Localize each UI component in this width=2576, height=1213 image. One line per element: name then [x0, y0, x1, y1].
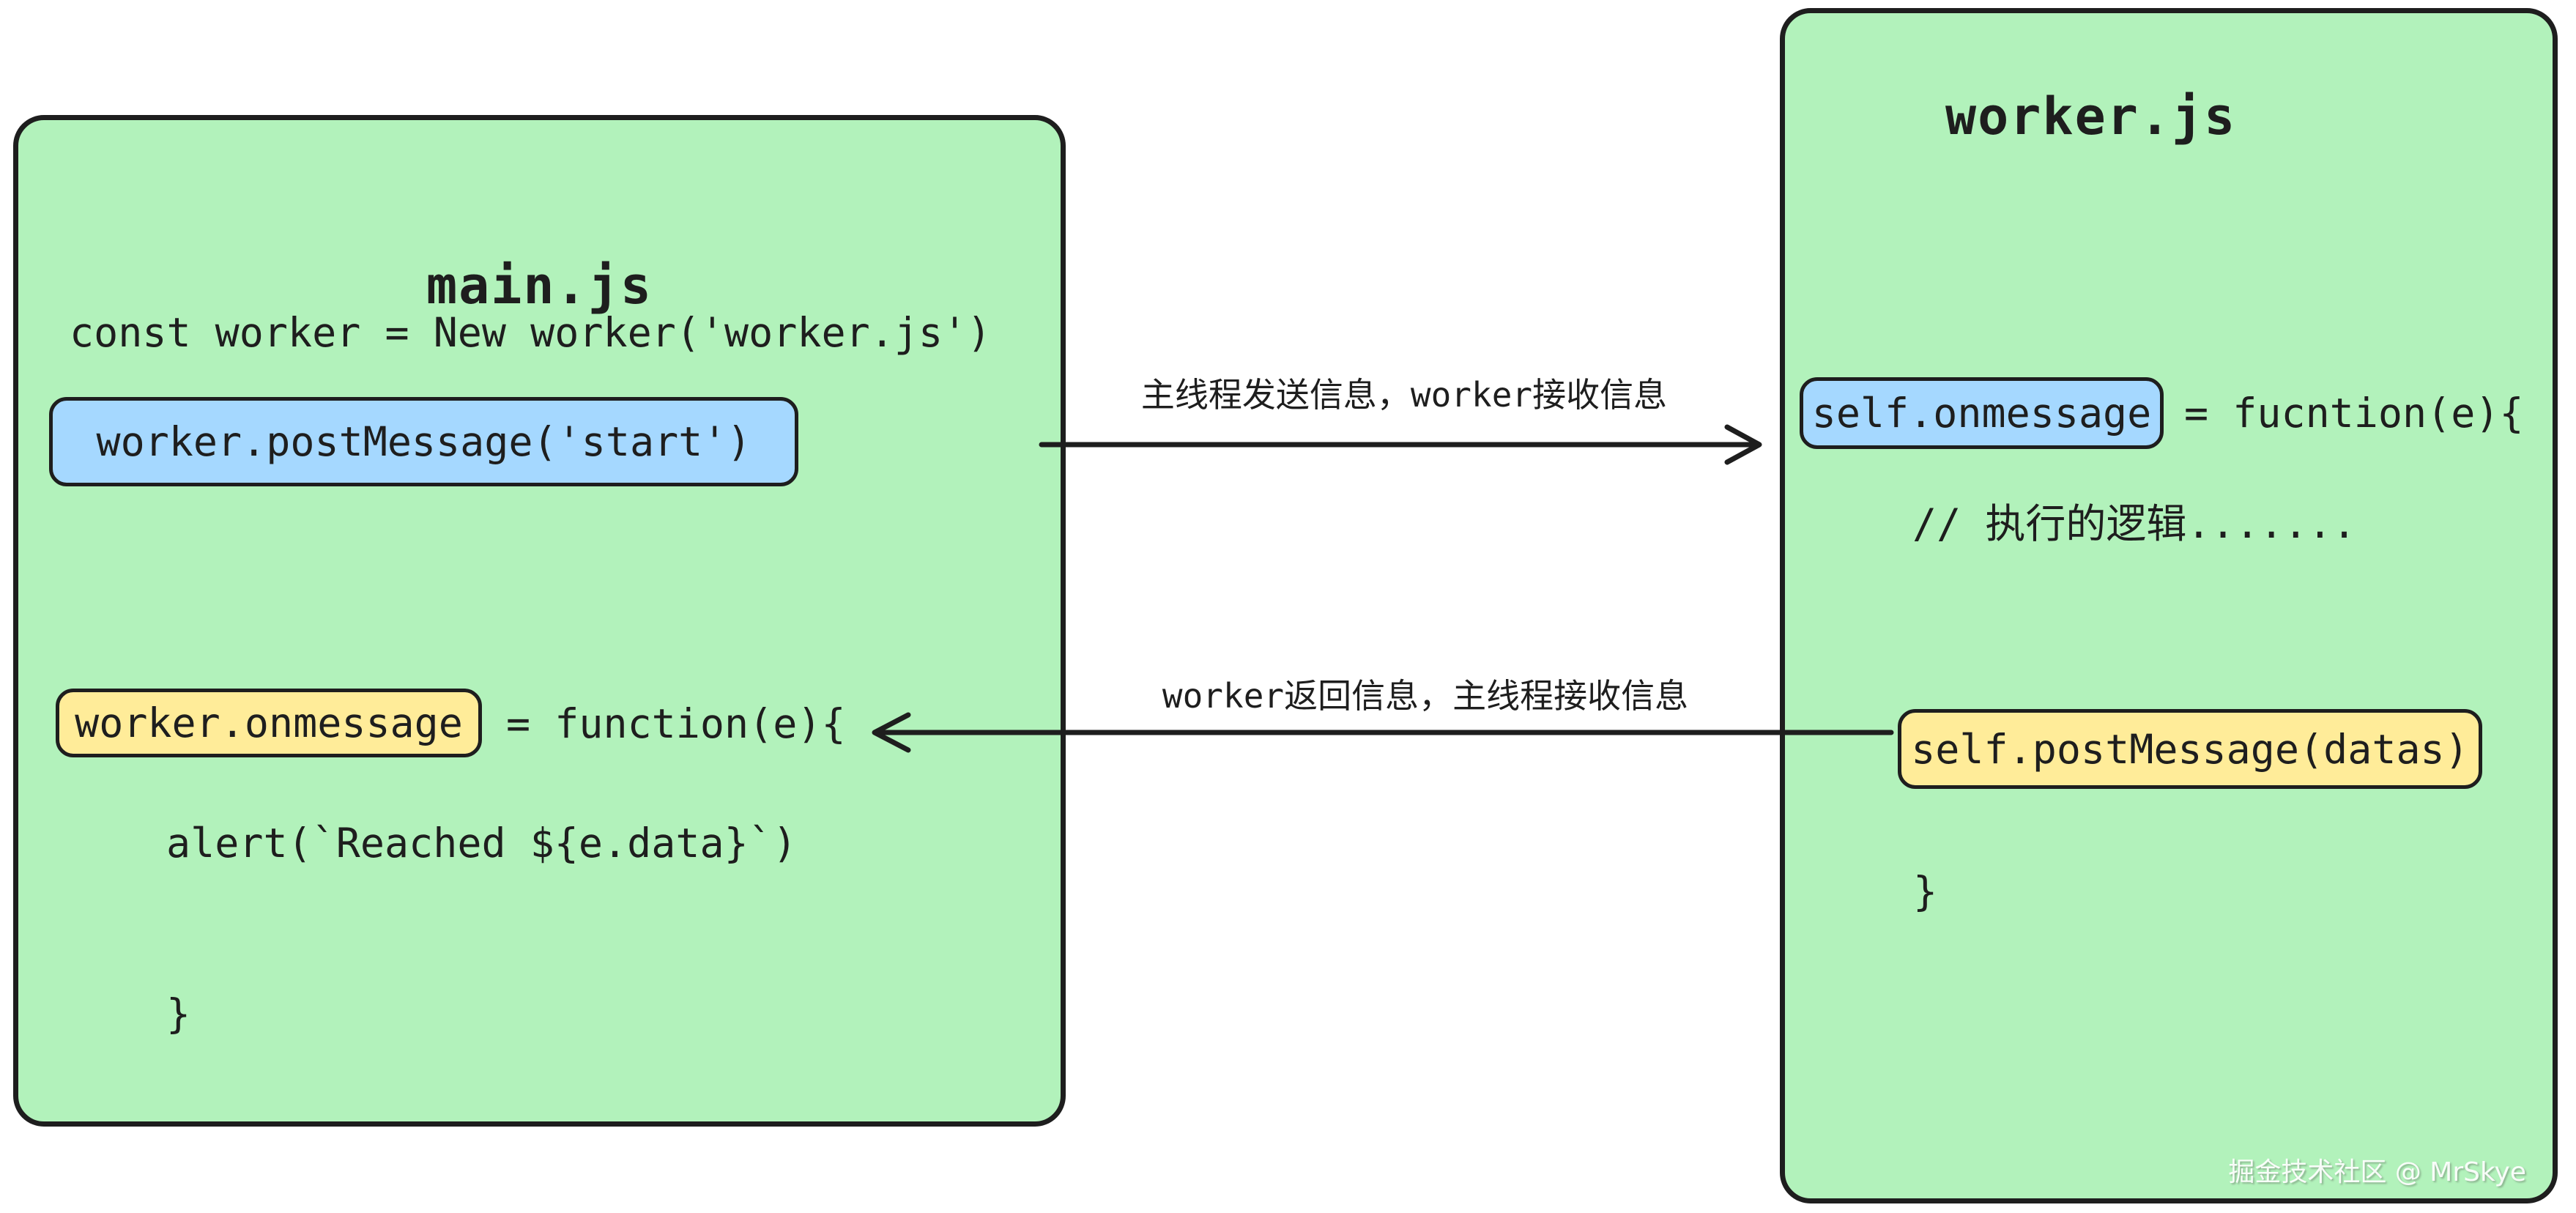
main-js-title: main.js [426, 256, 653, 316]
worker-js-box: worker.js self.onmessage = fucntion(e){ … [1780, 8, 2558, 1203]
reply-arrow-label: worker返回信息，主线程接收信息 [1162, 676, 1689, 716]
send-arrow-label: 主线程发送信息，worker接收信息 [1140, 375, 1668, 415]
main-close-brace: } [166, 990, 191, 1037]
main-onmessage-highlight: worker.onmessage [56, 689, 482, 757]
main-postmessage-code: worker.postMessage('start') [96, 418, 751, 465]
worker-js-title: worker.js [1945, 86, 2237, 146]
main-alert-line: alert(`Reached ${e.data}`) [166, 820, 797, 867]
worker-onmessage-highlight: self.onmessage [1800, 377, 2164, 449]
worker-onmessage-token: self.onmessage [1811, 390, 2152, 437]
main-const-line: const worker = New worker('worker.js') [70, 309, 992, 356]
main-postmessage-highlight: worker.postMessage('start') [49, 397, 798, 486]
worker-close-brace: } [1913, 868, 1938, 915]
main-onmessage-token: worker.onmessage [75, 700, 463, 746]
worker-comment-line: // 执行的逻辑....... [1912, 500, 2357, 547]
worker-onmessage-tail: = fucntion(e){ [2184, 390, 2524, 437]
main-onmessage-tail: = function(e){ [506, 700, 846, 747]
watermark: 掘金技术社区 @ MrSkye [2228, 1157, 2526, 1187]
main-js-box: main.js const worker = New worker('worke… [13, 115, 1066, 1127]
worker-postmessage-highlight: self.postMessage(datas) [1898, 709, 2482, 789]
send-arrow [1039, 424, 1762, 465]
worker-postmessage-code: self.postMessage(datas) [1911, 725, 2469, 773]
